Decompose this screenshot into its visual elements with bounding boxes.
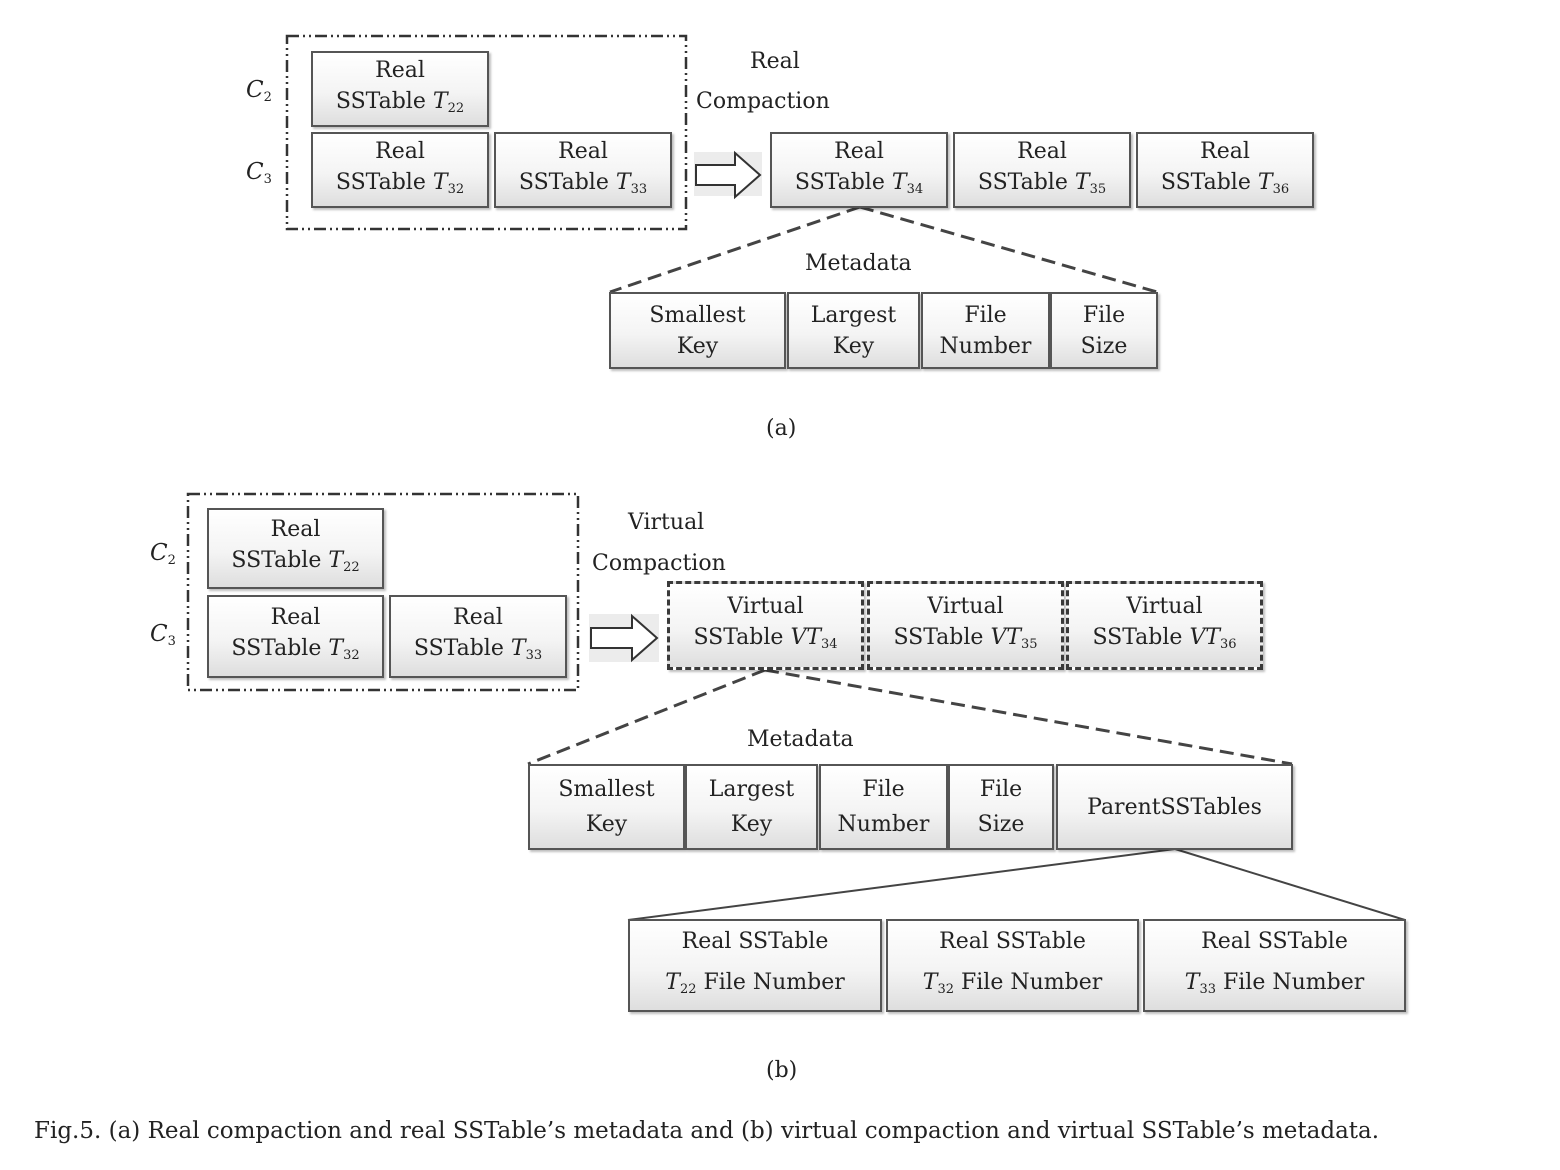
row-label-subscript: 3	[167, 634, 176, 649]
sstable-name: SSTable T32	[335, 169, 465, 197]
panel-b-sstable-t22: Real SSTable T22	[207, 508, 384, 589]
sstable-name: SSTable VT36	[1092, 625, 1237, 652]
row-label-symbol: C	[150, 621, 168, 647]
sstable-kind: Real	[453, 605, 503, 630]
sstable-name: SSTable VT35	[893, 625, 1038, 652]
sstable-name: SSTable T33	[413, 636, 543, 663]
panel-b-operation-line1: Virtual	[628, 510, 705, 535]
panel-b-metadata-file-size: File Size	[948, 764, 1054, 850]
panel-b-parents-zoom-right	[1174, 848, 1406, 921]
sstable-name: SSTable T34	[794, 169, 924, 197]
panel-a-metadata-largest-key: Largest Key	[787, 292, 920, 369]
panel-a-metadata-file-number: File Number	[921, 292, 1050, 369]
sstable-kind: Virtual	[927, 594, 1004, 619]
panel-b-operation-line2: Compaction	[592, 551, 726, 576]
panel-b-sstable-t33: Real SSTable T33	[389, 595, 567, 678]
panel-b-parents-zoom-left	[627, 848, 1176, 921]
panel-a-metadata-smallest-key: Smallest Key	[609, 292, 786, 369]
sstable-kind: Real	[270, 605, 321, 630]
panel-a-sstable-t33: Real SSTable T33	[494, 132, 672, 208]
sstable-name: SSTable T33	[518, 169, 648, 197]
sstable-kind: Real	[834, 138, 884, 164]
panel-a-compaction-arrow	[695, 150, 762, 200]
panel-b-row-label-c3: C3	[150, 621, 176, 649]
panel-b-metadata-zoom-left	[527, 668, 766, 766]
sstable-kind: Virtual	[1126, 594, 1203, 619]
panel-b-metadata-file-number: File Number	[819, 764, 948, 850]
panel-a-sstable-t32: Real SSTable T32	[311, 132, 489, 208]
panel-a-sstable-t22: Real SSTable T22	[311, 51, 489, 127]
row-label-subscript: 2	[167, 553, 176, 568]
panel-a-input-group-frame	[285, 34, 688, 231]
panel-b-input-group-frame	[186, 492, 580, 692]
sstable-kind: Real	[375, 138, 425, 164]
panel-b-metadata-title: Metadata	[747, 727, 854, 752]
panel-b-virtual-sstable-vt35: Virtual SSTable VT35	[867, 581, 1064, 670]
row-label-subscript: 3	[263, 172, 272, 187]
sstable-kind: Real	[270, 517, 321, 542]
panel-b-metadata-smallest-key: Smallest Key	[528, 764, 685, 850]
sstable-kind: Real	[1017, 138, 1067, 164]
panel-b-metadata-parent-sstables: ParentSSTables	[1056, 764, 1293, 850]
panel-b-sstable-t32: Real SSTable T32	[207, 595, 384, 678]
panel-b-parent-t22-file-number: Real SSTable T22 File Number	[628, 919, 882, 1012]
panel-b-parent-t32-file-number: Real SSTable T32 File Number	[886, 919, 1139, 1012]
panel-a-operation-line1: Real	[750, 49, 800, 74]
panel-b-compaction-arrow	[590, 613, 659, 663]
row-label-symbol: C	[246, 77, 264, 103]
panel-a-label: (a)	[766, 416, 797, 441]
panel-a-metadata-title: Metadata	[805, 251, 912, 276]
panel-b-row-label-c2: C2	[150, 540, 176, 568]
row-label-subscript: 2	[263, 90, 272, 105]
sstable-name: SSTable T22	[231, 548, 360, 575]
sstable-name: SSTable T35	[977, 169, 1107, 197]
panel-a-metadata-zoom-right	[859, 205, 1158, 294]
sstable-name: SSTable T32	[231, 636, 360, 663]
row-label-symbol: C	[246, 159, 264, 185]
panel-a-row-label-c3: C3	[246, 159, 272, 187]
figure-caption: Fig.5. (a) Real compaction and real SSTa…	[34, 1118, 1380, 1144]
panel-a-metadata-zoom-left	[609, 205, 861, 294]
panel-b-metadata-zoom-right	[764, 668, 1293, 766]
panel-a-sstable-t35: Real SSTable T35	[953, 132, 1131, 208]
panel-b-metadata-largest-key: Largest Key	[685, 764, 818, 850]
sstable-name: SSTable VT34	[693, 625, 838, 652]
sstable-name: SSTable T36	[1160, 169, 1290, 197]
sstable-kind: Virtual	[727, 594, 804, 619]
panel-a-row-label-c2: C2	[246, 77, 272, 105]
panel-b-parent-t33-file-number: Real SSTable T33 File Number	[1143, 919, 1406, 1012]
panel-a-operation-line2: Compaction	[696, 89, 830, 114]
sstable-kind: Real	[1200, 138, 1250, 164]
panel-a-sstable-t34: Real SSTable T34	[770, 132, 948, 208]
panel-b-virtual-sstable-vt34: Virtual SSTable VT34	[667, 581, 864, 670]
sstable-kind: Real	[375, 57, 425, 83]
row-label-symbol: C	[150, 540, 168, 566]
panel-b-label: (b)	[766, 1058, 798, 1083]
panel-a-metadata-file-size: File Size	[1050, 292, 1158, 369]
sstable-name: SSTable T22	[335, 88, 465, 116]
sstable-kind: Real	[558, 138, 608, 164]
panel-a-sstable-t36: Real SSTable T36	[1136, 132, 1314, 208]
panel-b-virtual-sstable-vt36: Virtual SSTable VT36	[1066, 581, 1263, 670]
